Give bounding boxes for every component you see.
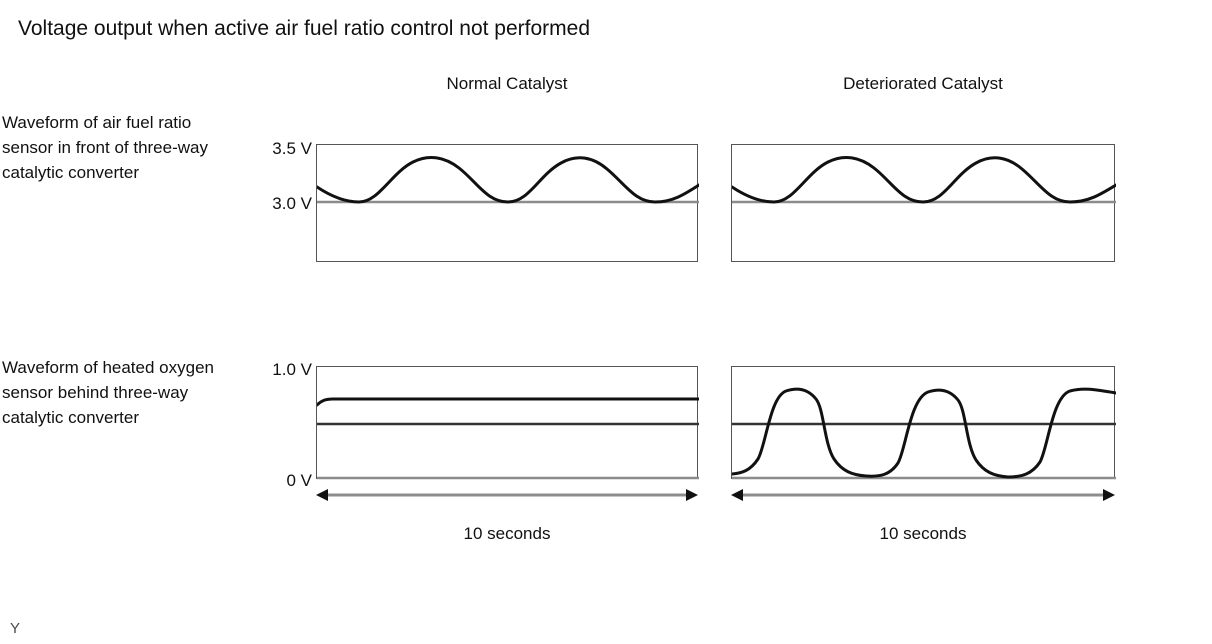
waveform-trace-behind-normal <box>317 397 699 407</box>
row-label-heated-oxygen-sensor: Waveform of heated oxygen sensor behind … <box>2 358 214 427</box>
waveform-panel-behind-deteriorated <box>731 366 1116 480</box>
arrow-head-right <box>686 489 698 501</box>
waveform-plot-behind-deteriorated <box>732 387 1116 480</box>
footer-mark: Y <box>10 620 21 637</box>
duration-label-deteriorated: 10 seconds <box>879 524 967 543</box>
duration-arrow-deteriorated <box>731 486 1115 504</box>
duration-label-normal: 10 seconds <box>463 524 551 543</box>
waveform-panel-behind-normal <box>316 366 699 480</box>
duration-arrow-normal <box>316 486 698 504</box>
page-title: Voltage output when active air fuel rati… <box>18 17 591 40</box>
column-header-deteriorated-catalyst: Deteriorated Catalyst <box>843 74 1003 93</box>
waveform-plot-behind-normal <box>317 397 699 480</box>
waveform-trace-front-normal <box>317 155 699 204</box>
axis-label-0-volts: 0 V <box>286 471 312 490</box>
waveform-trace-front-deteriorated <box>732 155 1116 204</box>
waveform-plot-front-normal <box>317 155 699 204</box>
waveform-trace-behind-deteriorated <box>732 387 1116 479</box>
waveform-plot-front-deteriorated <box>732 155 1116 204</box>
arrow-head-left <box>316 489 328 501</box>
waveform-panel-front-deteriorated <box>731 144 1116 262</box>
double-headed-arrow-icon <box>731 489 1115 501</box>
arrow-head-left <box>731 489 743 501</box>
row-label-air-fuel-ratio-sensor: Waveform of air fuel ratio sensor in fro… <box>2 113 208 182</box>
axis-label-3-5-volts: 3.5 V <box>272 139 312 158</box>
axis-label-1-0-volts: 1.0 V <box>272 360 312 379</box>
column-header-normal-catalyst: Normal Catalyst <box>446 74 568 93</box>
axis-label-3-0-volts: 3.0 V <box>272 194 312 213</box>
waveform-panel-front-normal <box>316 144 699 262</box>
double-headed-arrow-icon <box>316 489 698 501</box>
arrow-head-right <box>1103 489 1115 501</box>
